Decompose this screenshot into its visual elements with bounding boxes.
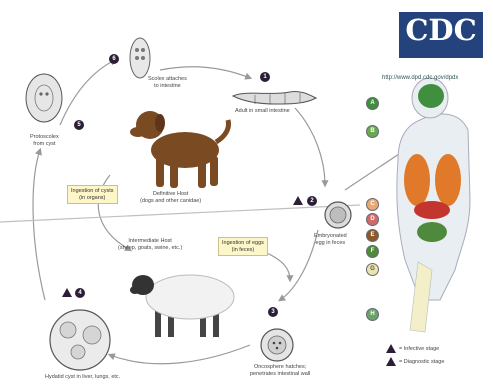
hydatid-cyst-label: Hydatid cyst in liver, lungs, etc. (45, 374, 120, 381)
organ-marker-kidney: F (366, 245, 379, 258)
embryonated-egg-label: Embryonated egg in feces (314, 233, 347, 246)
human-figure-illustration (397, 78, 470, 332)
egg-illustration (325, 202, 351, 228)
step-3-marker: 3 (268, 307, 278, 317)
organ-marker-muscle: H (366, 308, 379, 321)
legend-diagnostic-icon (386, 357, 396, 366)
organ-marker-liver: D (366, 213, 379, 226)
cdc-logo: CDC (399, 12, 483, 58)
organ-marker-lung: C (366, 198, 379, 211)
dog-illustration (130, 111, 229, 188)
cdc-url[interactable]: http://www.dpd.cdc.gov/dpdx (382, 75, 458, 81)
scolex-illustration (130, 38, 150, 78)
protoscolex-label: Protoscolex from cyst (30, 134, 59, 147)
step-5-marker: 5 (74, 120, 84, 130)
oncosphere-label: Oncosphere hatches; penetrates intestina… (250, 364, 310, 377)
step-6-marker: 6 (109, 54, 119, 64)
oncosphere-illustration (261, 329, 293, 361)
organ-marker-bone: G (366, 263, 379, 276)
intermediate-host-label: Intermediate Host (sheep, goats, swine, … (118, 238, 182, 251)
adult-worm-illustration (233, 91, 316, 104)
protoscolex-illustration (26, 74, 62, 122)
infective-stage-icon (293, 196, 303, 205)
legend-infective-icon (386, 344, 396, 353)
infective-stage-icon (62, 288, 72, 297)
organ-marker-brain: A (366, 97, 379, 110)
sheep-illustration (130, 275, 234, 337)
ingestion-of-cysts-box: Ingestion of cysts (in organs) (67, 185, 118, 204)
organ-marker-spleen: E (366, 229, 379, 242)
ingestion-of-eggs-box: Ingestion of eggs (in feces) (218, 237, 268, 256)
definitive-host-label: Definitive Host (dogs and other canidae) (140, 191, 201, 204)
organ-marker-heart: B (366, 125, 379, 138)
legend-diagnostic-label: = Diagnostic stage (399, 359, 444, 366)
step-2-marker: 2 (307, 196, 317, 206)
legend-infective-label: = Infective stage (399, 346, 439, 353)
hydatid-cyst-illustration (50, 310, 110, 370)
adult-label: Adult in small intestine (235, 108, 290, 115)
scolex-label: Scolex attaches to intestine (148, 76, 187, 89)
step-4-marker: 4 (75, 288, 85, 298)
step-1-marker: 1 (260, 72, 270, 82)
